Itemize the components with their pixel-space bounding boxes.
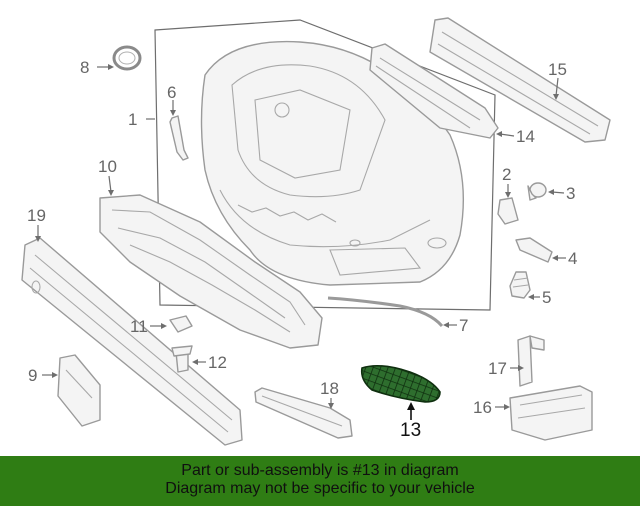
part-5-screw[interactable] (509, 271, 531, 299)
part-4-bracket[interactable] (515, 237, 553, 263)
callout-3[interactable]: 3 (566, 184, 575, 203)
part-3-push-pin[interactable] (527, 182, 547, 201)
part-9-license-bracket[interactable] (57, 354, 101, 427)
callout-16[interactable]: 16 (473, 398, 492, 417)
callout-14[interactable]: 14 (516, 127, 535, 146)
callout-9[interactable]: 9 (28, 366, 37, 385)
callout-labels: 8 1 6 10 19 15 14 2 3 4 5 7 11 12 9 18 1… (27, 58, 577, 441)
fitment-notice-banner: Part or sub-assembly is #13 in diagram D… (0, 456, 640, 506)
part-17-bracket[interactable] (517, 335, 545, 387)
callout-12[interactable]: 12 (208, 353, 227, 372)
part-1-bumper-cover[interactable] (200, 40, 465, 286)
callout-10[interactable]: 10 (98, 157, 117, 176)
callout-19[interactable]: 19 (27, 206, 46, 225)
part-7-wire[interactable] (327, 296, 444, 328)
callout-8[interactable]: 8 (80, 58, 89, 77)
callout-4[interactable]: 4 (568, 249, 577, 268)
callout-1[interactable]: 1 (128, 110, 137, 129)
banner-line-part-number: Part or sub-assembly is #13 in diagram (181, 462, 459, 479)
callout-11[interactable]: 11 (130, 317, 148, 336)
part-18-lower-trim[interactable] (254, 387, 353, 439)
callout-17[interactable]: 17 (488, 359, 507, 378)
exploded-parts-diagram: 8 1 6 10 19 15 14 2 3 4 5 7 11 12 9 18 1… (21, 17, 611, 446)
callout-5[interactable]: 5 (542, 288, 551, 307)
callout-6[interactable]: 6 (167, 83, 176, 102)
part-16-mounting-bracket[interactable] (509, 385, 593, 441)
part-12-bolt[interactable] (171, 345, 193, 373)
part-13-lower-grille[interactable] (360, 364, 441, 403)
part-10-energy-absorber[interactable] (99, 194, 323, 349)
part-8-grommet[interactable] (112, 45, 142, 71)
part-6-bracket[interactable] (169, 115, 189, 161)
callout-15[interactable]: 15 (548, 60, 567, 79)
part-2-clip[interactable] (497, 197, 519, 225)
part-11-clip[interactable] (169, 315, 193, 333)
banner-line-disclaimer: Diagram may not be specific to your vehi… (165, 480, 475, 497)
part-15-upper-support[interactable] (429, 17, 611, 143)
part-14-upper-absorber[interactable] (369, 43, 499, 139)
callout-13-highlighted[interactable]: 13 (400, 420, 421, 441)
callout-18[interactable]: 18 (320, 379, 339, 398)
leader-lines (35, 64, 566, 420)
callout-7[interactable]: 7 (459, 316, 468, 335)
callout-2[interactable]: 2 (502, 165, 511, 184)
